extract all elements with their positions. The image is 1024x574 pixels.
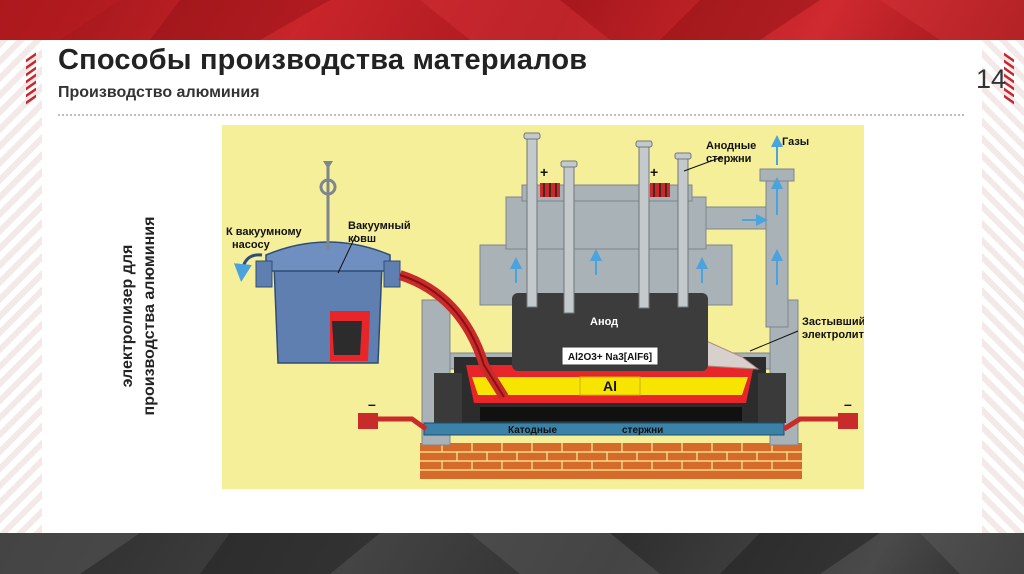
label-aluminum: Al [603,378,617,394]
cathode-bar [423,422,785,436]
anode-block [512,293,708,371]
top-decorative-band [0,0,1024,40]
side-insulation-left [434,373,462,423]
slide-subtitle: Производство алюминия [58,84,260,101]
bottom-decorative-band [0,533,1024,574]
label-anode-rods: Анодные стержни [706,140,759,165]
gas-flow-arrows [510,135,783,285]
vertical-caption-line2: производства алюминия [141,216,158,416]
left-side-pattern [0,40,42,533]
label-vacuum-ladle: Вакуумный ковш [348,220,414,245]
vertical-caption-line1: электролизер для [119,244,136,388]
bottom-band-pattern [0,533,1024,574]
label-plus-left: + [540,164,548,180]
brick-base [420,443,802,479]
vacuum-pump-arrow [233,253,263,282]
vertical-caption: электролизер для производства алюминия [117,191,161,441]
title-divider [58,114,964,116]
electrolyte-formula-box [561,346,659,366]
vacuum-ladle [255,241,401,364]
top-band-pattern [0,0,1024,40]
label-vacuum-pump: К вакуумному насосу [226,226,305,251]
label-minus-right: – [844,396,852,412]
slide-title: Способы производства материалов [58,44,588,76]
right-side-pattern [982,40,1024,533]
hook-top-icon [323,161,333,169]
electrolyzer-diagram: К вакуумному насосу Вакуумный ковш Анодн… [222,125,864,489]
aluminum-label-box [579,376,641,396]
ladle-hook [319,178,337,196]
page-number: 14 [976,64,1007,94]
label-cathode-rods-2: стержни [622,425,663,436]
cathode-block [480,407,742,421]
label-minus-left: – [368,396,376,412]
anode-rods [523,132,692,314]
left-accent-marks [26,52,38,116]
label-plus-right: + [650,164,658,180]
label-cathode-rods-1: Катодные [508,425,557,436]
label-anode: Анод [590,316,618,328]
electrical-leads [358,413,858,432]
label-gases: Газы [782,136,809,148]
label-electrolyte-formula: Al2O3+ Na3[AlF6] [568,352,652,363]
anode-clamps [540,183,670,197]
label-frozen-electrolyte: Застывший электролит [802,316,864,341]
side-insulation-right [758,373,786,423]
leader-lines [337,156,799,352]
siphon-pipe-edge [399,274,505,398]
